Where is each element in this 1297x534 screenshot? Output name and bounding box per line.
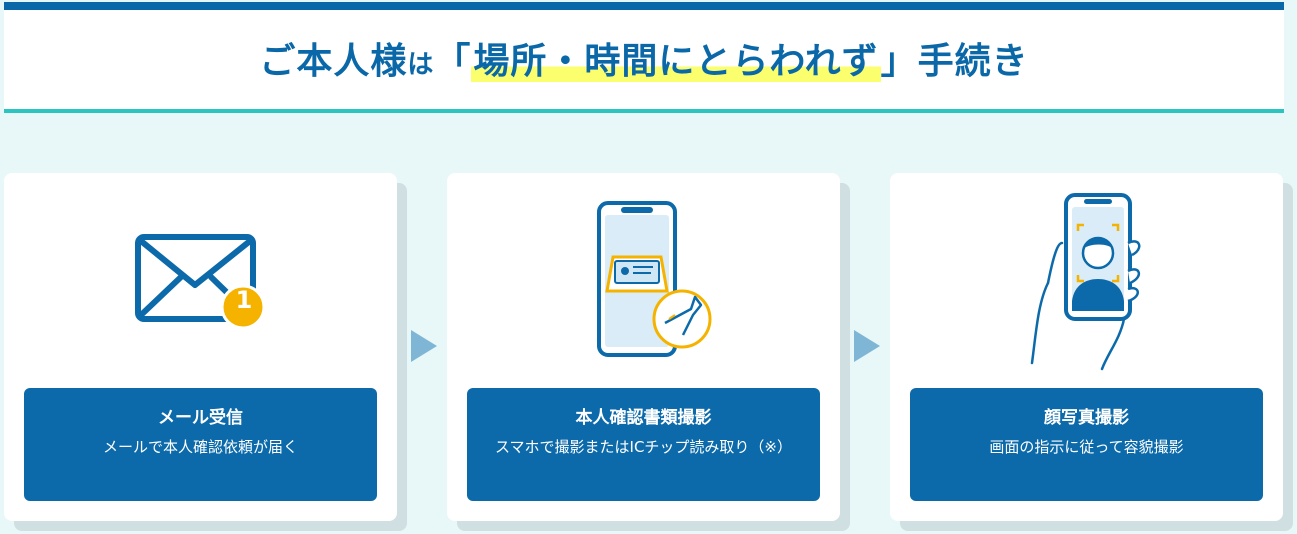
step-title: メール受信 bbox=[158, 408, 243, 428]
step-illustration: 1 bbox=[4, 193, 397, 373]
phone-document-scan-icon bbox=[597, 201, 712, 357]
title-particle: は bbox=[407, 50, 435, 80]
notification-badge: 1 bbox=[235, 286, 253, 314]
title-highlight: 場所・時間にとらわれず bbox=[471, 41, 881, 82]
phone-face-photo-icon bbox=[1030, 193, 1141, 371]
mail-icon bbox=[135, 234, 266, 330]
step-illustration bbox=[447, 193, 840, 373]
step-title: 顔写真撮影 bbox=[1044, 408, 1129, 428]
card-body: 本人確認書類撮影 スマホで撮影またはICチップ読み取り（※） bbox=[447, 173, 840, 521]
title-part1: ご本人様 bbox=[259, 41, 408, 82]
step-card-document: 本人確認書類撮影 スマホで撮影またはICチップ読み取り（※） bbox=[447, 173, 850, 531]
card-body: 顔写真撮影 画面の指示に従って容貌撮影 bbox=[890, 173, 1283, 521]
step-arrow-icon bbox=[411, 330, 437, 362]
title-part2: 手続き bbox=[917, 41, 1029, 82]
card-body: 1 メール受信 メールで本人確認依頼が届く bbox=[4, 173, 397, 521]
step-label-box: 本人確認書類撮影 スマホで撮影またはICチップ読み取り（※） bbox=[467, 388, 820, 501]
title-close-bracket: 」 bbox=[880, 41, 918, 82]
step-card-mail: 1 メール受信 メールで本人確認依頼が届く bbox=[4, 173, 407, 531]
step-illustration bbox=[890, 193, 1283, 373]
header-banner: ご本人様は「場所・時間にとらわれず」手続き bbox=[4, 2, 1284, 113]
step-label-box: 顔写真撮影 画面の指示に従って容貌撮影 bbox=[910, 388, 1263, 501]
step-description: スマホで撮影またはICチップ読み取り（※） bbox=[494, 438, 793, 456]
step-description: メールで本人確認依頼が届く bbox=[102, 438, 298, 456]
step-arrow-icon bbox=[854, 330, 880, 362]
step-card-face-photo: 顔写真撮影 画面の指示に従って容貌撮影 bbox=[890, 173, 1293, 531]
title-open-bracket: 「 bbox=[434, 41, 472, 82]
step-description: 画面の指示に従って容貌撮影 bbox=[989, 438, 1184, 456]
step-label-box: メール受信 メールで本人確認依頼が届く bbox=[24, 388, 377, 501]
step-title: 本人確認書類撮影 bbox=[575, 408, 712, 428]
page-title: ご本人様は「場所・時間にとらわれず」手続き bbox=[4, 38, 1284, 89]
